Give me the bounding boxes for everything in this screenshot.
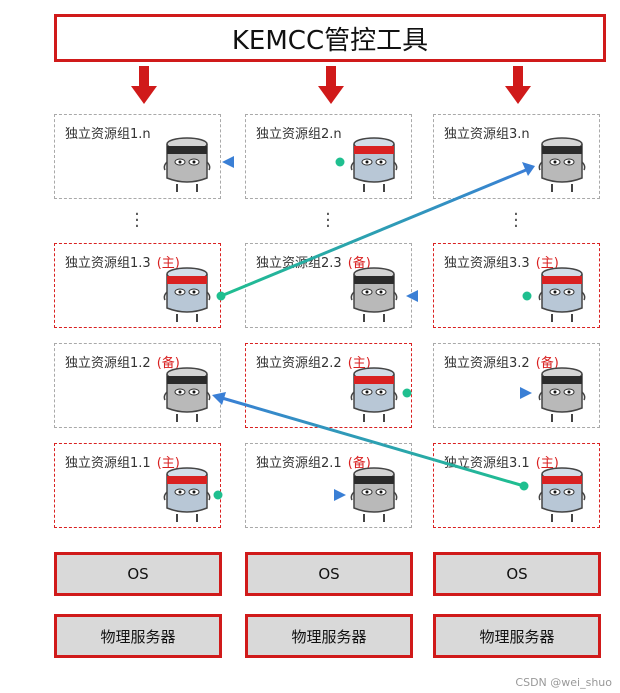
server-label: 物理服务器 — [291, 627, 367, 646]
resource-group-2-n: 独立资源组2.n — [245, 114, 412, 199]
role-badge: (备) — [347, 256, 371, 271]
os-box-3: OS — [433, 552, 601, 596]
role-badge: (备) — [347, 456, 371, 471]
down-arrow-icon — [131, 66, 157, 104]
os-label: OS — [318, 565, 340, 583]
group-label: 独立资源组2.n — [256, 127, 342, 142]
role-badge: (备) — [156, 356, 180, 371]
role-badge: (主) — [347, 356, 371, 371]
resource-group-3-1: 独立资源组3.1 (主) — [433, 443, 600, 528]
server-box-1: 物理服务器 — [54, 614, 222, 658]
role-badge: (主) — [535, 456, 559, 471]
ellipsis-icon: ··· — [325, 204, 331, 237]
role-badge: (主) — [156, 456, 180, 471]
group-label: 独立资源组2.2 — [256, 356, 342, 371]
group-label: 独立资源组1.n — [65, 127, 151, 142]
resource-group-1-1: 独立资源组1.1 (主) — [54, 443, 221, 528]
os-box-2: OS — [245, 552, 413, 596]
server-box-2: 物理服务器 — [245, 614, 413, 658]
server-box-3: 物理服务器 — [433, 614, 601, 658]
link-31-12 — [221, 396, 525, 488]
group-label: 独立资源组1.3 — [65, 256, 151, 271]
role-badge: (备) — [535, 356, 559, 371]
resource-group-3-3: 独立资源组3.3 (主) — [433, 243, 600, 328]
resource-group-3-n: 独立资源组3.n — [433, 114, 600, 199]
title-box: KEMCC管控工具 — [54, 14, 606, 62]
server-label: 物理服务器 — [479, 627, 555, 646]
group-label: 独立资源组3.2 — [444, 356, 530, 371]
group-label: 独立资源组3.3 — [444, 256, 530, 271]
group-label: 独立资源组2.1 — [256, 456, 342, 471]
down-arrow-icon — [318, 66, 344, 104]
title: KEMCC管控工具 — [231, 25, 429, 56]
resource-group-3-2: 独立资源组3.2 (备) — [433, 343, 600, 428]
role-badge: (主) — [535, 256, 559, 271]
server-label: 物理服务器 — [100, 627, 176, 646]
role-badge: (主) — [156, 256, 180, 271]
down-arrow-icon — [505, 66, 531, 104]
os-label: OS — [127, 565, 149, 583]
ellipsis-icon: ··· — [134, 204, 140, 237]
os-label: OS — [506, 565, 528, 583]
resource-group-2-1: 独立资源组2.1 (备) — [245, 443, 412, 528]
link-13-3n — [220, 168, 527, 298]
ellipsis-icon: ··· — [513, 204, 519, 237]
resource-group-1-3: 独立资源组1.3 (主) — [54, 243, 221, 328]
watermark: CSDN @wei_shuo — [515, 676, 612, 689]
group-label: 独立资源组3.n — [444, 127, 530, 142]
resource-group-1-2: 独立资源组1.2 (备) — [54, 343, 221, 428]
group-label: 独立资源组1.2 — [65, 356, 151, 371]
resource-group-1-n: 独立资源组1.n — [54, 114, 221, 199]
os-box-1: OS — [54, 552, 222, 596]
group-label: 独立资源组1.1 — [65, 456, 151, 471]
group-label: 独立资源组3.1 — [444, 456, 530, 471]
